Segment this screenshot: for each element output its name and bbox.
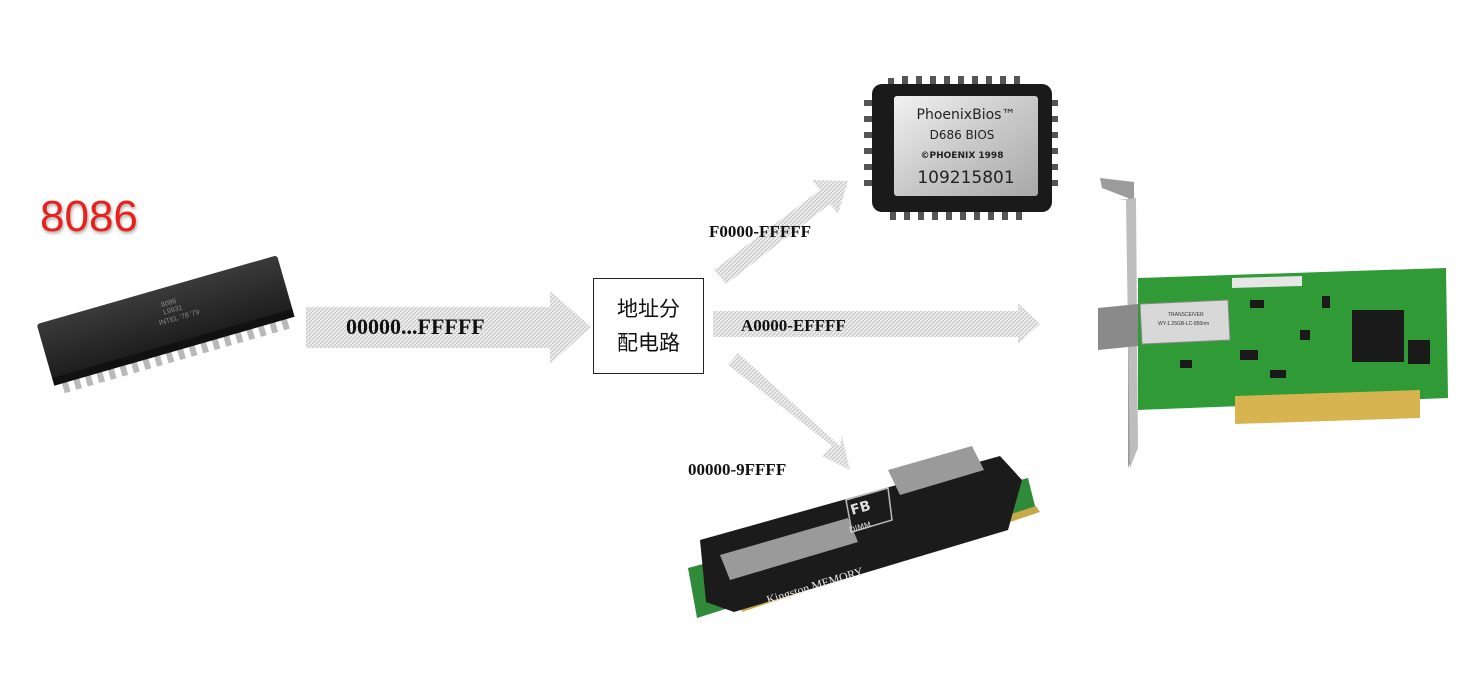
nic-route-label: A0000-EFFFF [741, 316, 846, 335]
bios-text-4: 109215801 [917, 168, 1014, 188]
nic-card-image: TRANSCEIVER WY-1.25GB-LC-850nm [1098, 178, 1448, 468]
svg-text:8086: 8086 [160, 298, 177, 309]
nic-route-arrow [713, 303, 1040, 344]
bios-text-3: ©PHOENIX 1998 [921, 151, 1004, 161]
decoder-line-2: 配电路 [617, 331, 680, 355]
ram-route-arrow [728, 353, 850, 470]
main-bus-label: 00000...FFFFF [346, 314, 485, 339]
cpu-chip-image: 8086 L9931 INTEL '78 '79 [37, 255, 295, 394]
bios-text-2: D686 BIOS [930, 128, 995, 142]
ram-route-label: 00000-9FFFF [688, 460, 787, 479]
main-bus-arrow [306, 291, 591, 364]
nic-label: TRANSCEIVER [1168, 312, 1204, 318]
cpu-title: 8086 [40, 192, 138, 241]
bios-text-1: PhoenixBios™ [917, 107, 1016, 123]
ram-module-image: FB DIMM Kingston MEMORY [688, 446, 1040, 618]
bios-route-label: F0000-FFFFF [709, 222, 811, 241]
nic-sublabel: WY-1.25GB-LC-850nm [1158, 321, 1209, 327]
address-decoder-box: 地址分 配电路 [593, 278, 704, 374]
ram-badge: FB [849, 498, 873, 519]
bios-chip-image: PhoenixBios™ D686 BIOS ©PHOENIX 1998 109… [864, 76, 1058, 220]
decoder-line-1: 地址分 [617, 297, 680, 321]
bios-route-arrow [714, 180, 848, 284]
